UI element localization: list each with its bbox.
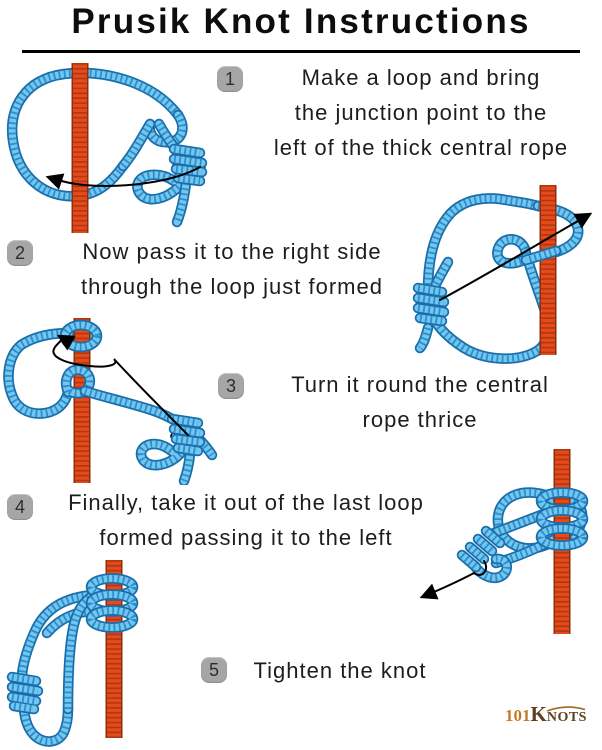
- step-2-illustration: [412, 185, 593, 364]
- step-1-line: Make a loop and bring: [301, 65, 541, 90]
- page-title: Prusik Knot Instructions: [71, 2, 531, 41]
- prusik-rope: [16, 589, 100, 681]
- prusik-rope: [520, 245, 562, 266]
- step-2-badge: 2: [7, 240, 33, 266]
- step-4-text: Finally, take it out of the last loop fo…: [32, 485, 460, 555]
- logo-101: 101: [505, 706, 531, 725]
- title-underline: [22, 50, 580, 53]
- step-1-badge: 1: [217, 66, 243, 92]
- prusik-rope: [62, 589, 100, 715]
- prusik-rope: [135, 438, 186, 471]
- prusik-rope: [18, 703, 74, 747]
- barrel-knot: [6, 671, 44, 715]
- step-4-line: Finally, take it out of the last loop: [68, 490, 424, 515]
- step-5-text: Tighten the knot: [228, 653, 452, 688]
- step-5-badge: 5: [201, 657, 227, 683]
- step-1-line: the junction point to the: [294, 100, 548, 125]
- prusik-rope: [132, 169, 188, 205]
- step-1-line: left of the thick central rope: [273, 135, 569, 160]
- right-arrow: [439, 212, 593, 301]
- logo-nots: NOTS: [546, 706, 587, 725]
- logo-rope-swoosh-icon: [546, 706, 586, 712]
- step-2-line: Now pass it to the right side: [82, 239, 382, 264]
- prusik-rope: [117, 118, 156, 172]
- junction-knot: [168, 143, 208, 187]
- step-3-text: Turn it round the central rope thrice: [248, 367, 592, 437]
- prusik-rope: [414, 322, 434, 354]
- prusik-rope: [430, 256, 454, 290]
- prusik-rope: [60, 364, 96, 399]
- junction-knot: [166, 413, 206, 457]
- step-5-illustration: [6, 560, 139, 747]
- left-arrow: [45, 166, 201, 190]
- wrap-around-arrow: [52, 334, 189, 436]
- step-3-badge: 3: [218, 373, 244, 399]
- rope-wrap: [85, 605, 139, 633]
- prusik-rope: [3, 328, 100, 419]
- step-5-line: Tighten the knot: [253, 658, 427, 683]
- junction-knot: [456, 525, 506, 573]
- step-2-line: through the loop just formed: [81, 274, 383, 299]
- step-3-line: Turn it round the central: [291, 372, 549, 397]
- prusik-rope: [422, 193, 544, 296]
- prusik-rope: [79, 385, 178, 425]
- rope-wrap: [535, 523, 589, 551]
- step-4-badge: 4: [7, 494, 33, 520]
- prusik-rope: [178, 448, 196, 485]
- junction-knot: [412, 282, 450, 327]
- logo-k: K: [530, 702, 547, 726]
- step-3-line: rope thrice: [362, 407, 478, 432]
- step-1-text: Make a loop and bring the junction point…: [242, 60, 600, 165]
- step-3-illustration: [3, 318, 218, 485]
- step-1-illustration: [6, 63, 208, 233]
- pull-out-arrow: [419, 560, 488, 600]
- step-4-line: formed passing it to the left: [99, 525, 393, 550]
- step-4-illustration: [419, 449, 589, 634]
- prusik-rope: [171, 177, 192, 228]
- step-2-text: Now pass it to the right side through th…: [36, 234, 428, 304]
